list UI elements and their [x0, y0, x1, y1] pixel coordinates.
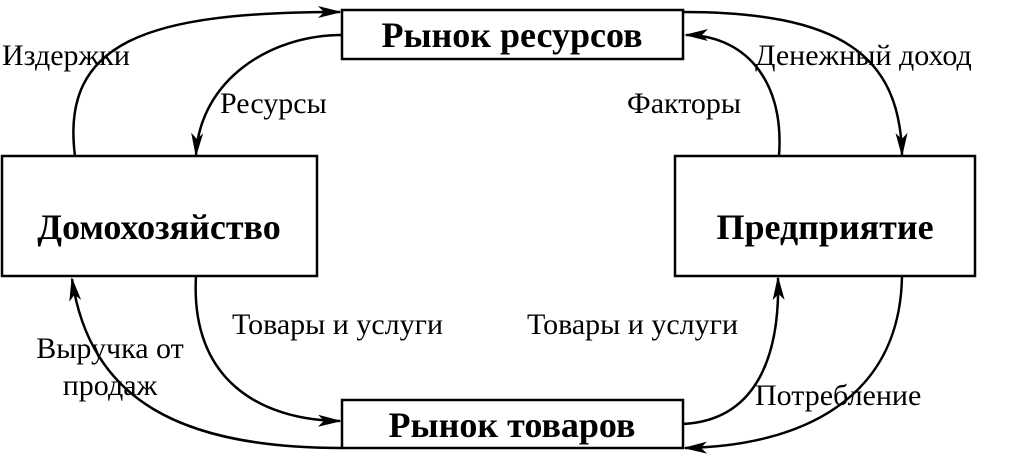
household-node: Домохозяйство — [0, 154, 319, 278]
sales-revenue-flow-arrow — [69, 277, 343, 450]
money-income-flow-arrow — [682, 10, 908, 157]
factors-flow-arrow — [684, 29, 781, 157]
costs-label: Издержки — [2, 39, 130, 72]
goods-services-left-flow-arrow — [194, 275, 342, 427]
household-label: Домохозяйство — [37, 207, 280, 247]
goods-services-right-flow-arrow — [682, 276, 785, 426]
goods-market-node: Рынок товаров — [340, 398, 685, 450]
resources-flow-arrow — [191, 33, 343, 157]
goods-services-left-label: Товары и услуги — [232, 308, 443, 341]
resource-market-label: Рынок ресурсов — [381, 15, 642, 55]
enterprise-label: Предприятие — [716, 207, 933, 247]
costs-flow-arrow — [72, 6, 342, 157]
money-income-label: Денежный доход — [755, 39, 972, 72]
enterprise-node: Предприятие — [673, 154, 977, 278]
sales-revenue-label-line2: продаж — [63, 369, 158, 402]
resources-label: Ресурсы — [220, 87, 327, 120]
factors-label: Факторы — [627, 87, 741, 120]
goods-services-right-label: Товары и услуги — [527, 308, 738, 341]
sales-revenue-label-line1: Выручка от — [36, 332, 184, 365]
goods-market-label: Рынок товаров — [389, 405, 636, 445]
consumption-flow-arrow — [683, 275, 904, 454]
resource-market-node: Рынок ресурсов — [340, 8, 685, 61]
consumption-label: Потребление — [755, 379, 921, 412]
